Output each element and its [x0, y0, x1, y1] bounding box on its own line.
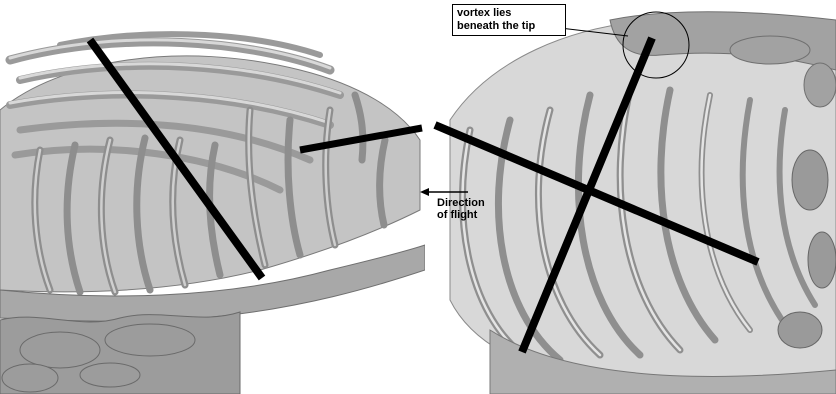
- callout-line-1: vortex lies: [457, 7, 561, 20]
- direction-line-2: of flight: [437, 209, 485, 221]
- tip-vortex-callout: vortex lies beneath the tip: [452, 4, 566, 36]
- callout-line-2: beneath the tip: [457, 20, 561, 33]
- direction-of-flight-label: Direction of flight: [437, 197, 485, 221]
- direction-line-1: Direction: [437, 197, 485, 209]
